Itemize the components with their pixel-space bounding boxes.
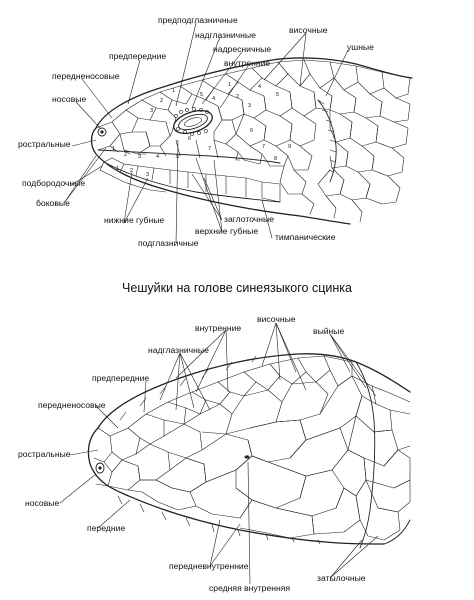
top-labels: внутренние височные надглазничные выйные… [18,314,366,593]
num-u3: 3 [138,154,141,160]
label-predperednie-side: предпередние [109,51,166,61]
side-jaw-line [103,161,281,203]
label-vyinye: выйные [313,326,344,336]
num-u4: 4 [156,154,159,160]
label-vnutrennie-side: внутренние [224,58,270,68]
num-n7: 7 [208,146,211,152]
label-verhnie-gubnye: верхние губные [195,226,258,236]
label-rostralnye-top: ростральные [18,449,71,459]
num-s3: 3 [248,103,251,109]
num-s7: 7 [262,144,265,150]
label-visochnye-side: височные [289,25,328,35]
label-nadglaznichnye-side: надглазничные [195,30,256,40]
label-nadresnichnye: надресничные [213,44,271,54]
num-l2: 2 [130,168,133,174]
top-scale-network [93,355,411,545]
num-s2: 2 [236,94,239,100]
label-perednenosovye-top: передненосовые [38,400,106,410]
label-timpanicheskie: тимпанические [275,232,336,242]
label-predpodglaznichnye: предподглазничные [158,15,238,25]
num-n1: 1 [172,88,175,94]
label-nizhnie-gubnye: нижние губные [104,215,164,225]
label-nosovye-top: носовые [25,498,59,508]
top-nostril [95,462,105,474]
num-s9: 9 [288,144,291,150]
num-n3: 3 [150,108,153,114]
label-nosovye-side: носовые [52,94,86,104]
num-s8: 8 [274,156,277,162]
side-head-outline [90,57,413,225]
top-neck-lower [383,519,411,545]
side-eye-beads [174,107,209,136]
label-zatylochnye: затылочные [317,573,366,583]
label-perednevnutrennie: передневнутренние [169,561,249,571]
side-view-head: 1 2 3 4 5 6 7 8 9 1 2 3 4 5 6 7 1 2 3 4 … [90,57,413,225]
label-nadglaznichnye-top: надглазничные [148,345,209,355]
label-rostralnye-side: ростральные [18,139,71,149]
side-labels: предподглазничные надглазничные височные… [18,15,374,248]
label-srednyaya-vnutrennyaya: средняя внутренняя [209,583,290,593]
label-vnutrennie-top: внутренние [195,323,241,333]
pineal-eye [244,455,250,459]
num-n6: 6 [188,136,191,142]
num-l1: 1 [116,166,119,172]
side-eye [173,107,213,136]
num-l3: 3 [146,172,149,178]
label-bokovye: боковые [36,198,70,208]
num-s4: 4 [258,84,261,90]
side-nostril [97,127,107,137]
top-head-outline [87,353,411,545]
label-predperednie-top: предпередние [92,373,149,383]
label-ushnye: ушные [347,42,374,52]
num-n2: 2 [160,98,163,104]
page-title: Чешуйки на голове синеязыкого сцинка [122,281,352,295]
side-leader-lines [63,22,349,244]
label-visochnye-top: височные [257,314,296,324]
label-podborodochnye: подбородочные [22,178,85,188]
label-zaglotochnye: заглоточные [224,214,274,224]
num-u1: 1 [112,146,115,152]
num-n5: 5 [200,92,203,98]
top-leader-lines [59,322,379,585]
top-view-head [87,353,411,549]
num-s1: 1 [228,82,231,88]
label-perednenosovye-side: передненосовые [52,71,120,81]
top-neck-upper [355,361,376,549]
num-s5: 5 [276,92,279,98]
label-podglaznichnye: подглазничные [138,238,199,248]
num-n4: 4 [212,96,215,102]
side-scale-network [95,59,411,223]
label-perednie: передние [87,523,125,533]
num-s6: 6 [250,128,253,134]
num-u2: 2 [124,152,127,158]
